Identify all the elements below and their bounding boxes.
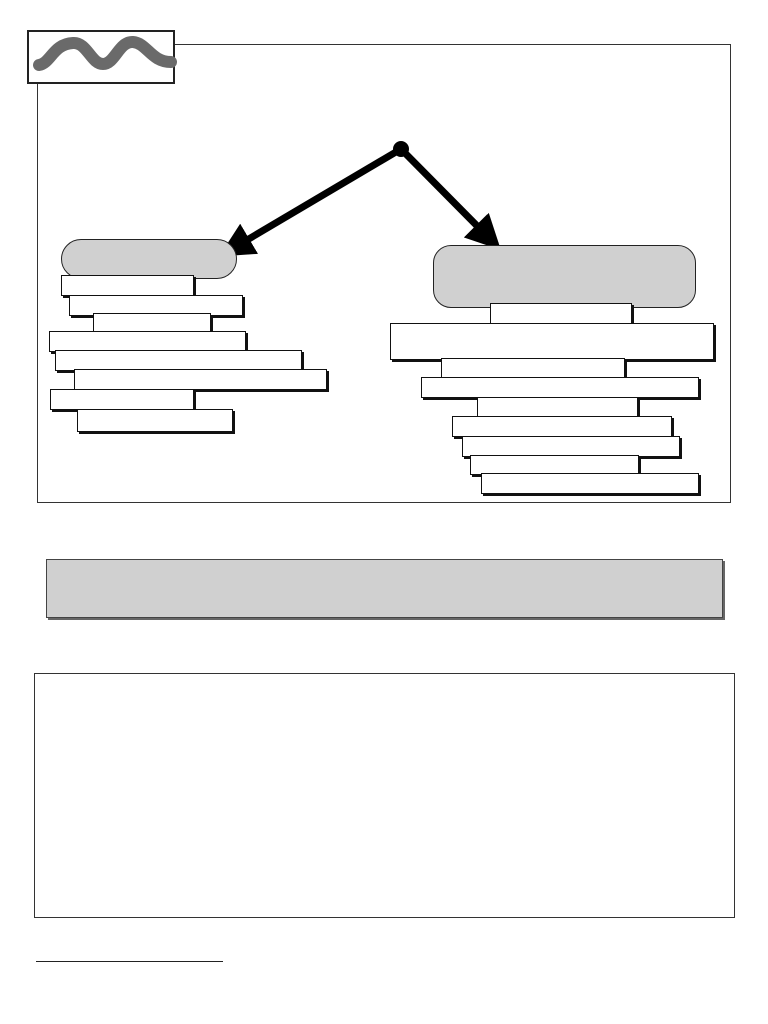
notes-box	[34, 673, 735, 918]
right-list-item	[421, 377, 699, 398]
right-list-item	[390, 323, 714, 360]
right-list-item	[470, 455, 639, 475]
squiggle-logo-icon	[33, 36, 177, 71]
footnote-rule	[36, 961, 223, 962]
summary-banner	[46, 559, 723, 618]
left-list-item	[55, 350, 302, 371]
logo	[27, 30, 177, 84]
right-list-item	[462, 436, 680, 457]
right-list-item	[481, 473, 699, 494]
left-list-item	[50, 389, 194, 410]
right-list-item	[477, 397, 638, 418]
left-list-item	[74, 369, 327, 390]
right-list-item	[452, 416, 672, 437]
right-list-item	[441, 358, 625, 378]
right-list-item	[490, 303, 632, 324]
left-list-item	[49, 331, 246, 352]
left-list-item	[61, 275, 194, 296]
left-group-heading	[61, 239, 237, 279]
left-list-item	[93, 313, 211, 332]
right-group-heading	[433, 245, 696, 308]
left-list-item	[77, 409, 233, 432]
